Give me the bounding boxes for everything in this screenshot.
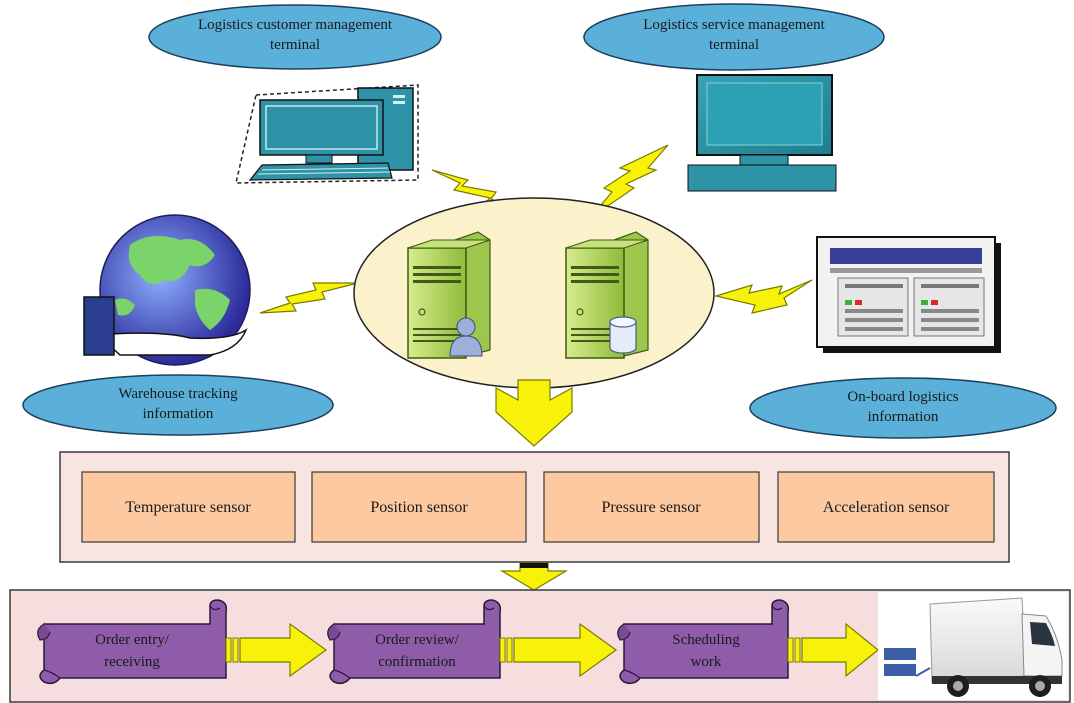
sensor-label: Temperature sensor — [125, 499, 251, 516]
service-terminal-line2: terminal — [709, 37, 759, 53]
warehouse-line1: Warehouse tracking — [118, 386, 238, 402]
sensor-box: Position sensor — [311, 471, 527, 543]
workflow-line2: receiving — [104, 654, 160, 670]
delivery-truck-icon — [878, 592, 1068, 700]
onboard-line2: information — [868, 409, 939, 425]
workflow-line1: Order entry/ — [95, 632, 170, 648]
workflow-line1: Scheduling — [672, 632, 740, 648]
sensor-label: Acceleration sensor — [823, 499, 950, 516]
service-terminal-label: Logistics service management terminal — [583, 3, 885, 71]
right-arrow-icon — [787, 622, 879, 678]
down-arrow-icon — [495, 379, 573, 447]
workflow-line1: Order review/ — [375, 632, 460, 648]
sensor-box: Pressure sensor — [543, 471, 760, 543]
lightning-icon — [259, 282, 359, 314]
dashboard-panel-icon — [816, 236, 1001, 353]
customer-terminal-line1: Logistics customer management — [198, 17, 393, 33]
customer-terminal-line2: terminal — [270, 37, 320, 53]
globe-in-hand-icon — [83, 214, 251, 366]
customer-terminal-label: Logistics customer management terminal — [148, 4, 442, 70]
service-terminal-line1: Logistics service management — [643, 17, 825, 33]
server-cluster — [353, 197, 715, 389]
warehouse-label: Warehouse tracking information — [22, 374, 334, 436]
sensor-box: Acceleration sensor — [777, 471, 995, 543]
service-computer-icon — [687, 74, 837, 192]
workflow-line2: confirmation — [378, 654, 456, 670]
customer-computer-icon — [235, 84, 419, 184]
onboard-label: On-board logistics information — [749, 377, 1057, 439]
right-arrow-icon — [499, 622, 618, 678]
sensor-box: Temperature sensor — [81, 471, 296, 543]
user-server-icon — [407, 231, 491, 359]
workflow-line2: work — [691, 654, 722, 670]
lightning-icon — [713, 279, 813, 314]
onboard-line1: On-board logistics — [847, 389, 958, 405]
warehouse-line2: information — [143, 406, 214, 422]
database-server-icon — [565, 231, 649, 359]
right-arrow-icon — [225, 622, 328, 678]
workflow-scroll: Order review/ confirmation — [327, 599, 502, 685]
sensor-label: Position sensor — [370, 499, 468, 516]
sensor-label: Pressure sensor — [601, 499, 701, 516]
